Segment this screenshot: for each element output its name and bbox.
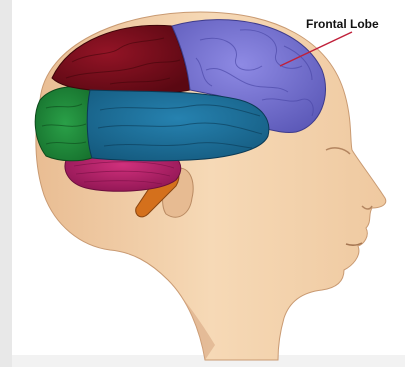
parietal-lobe [52, 25, 190, 93]
frontal-lobe-label: Frontal Lobe [306, 17, 379, 31]
frame-edge-left [0, 0, 12, 367]
occipital-lobe [35, 87, 95, 161]
